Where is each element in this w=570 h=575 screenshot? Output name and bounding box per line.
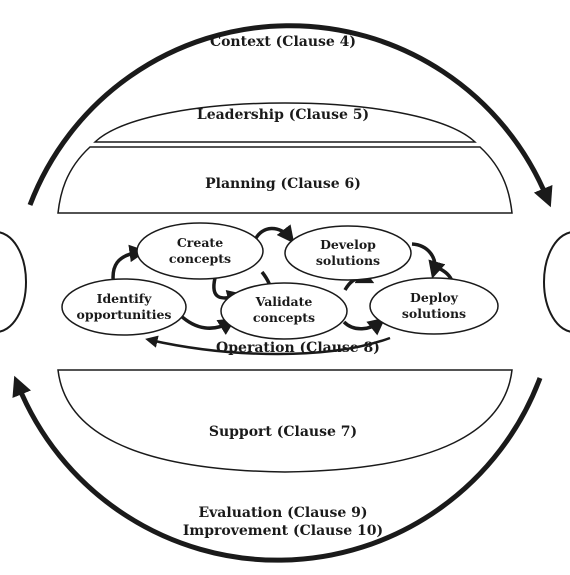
right-side-oval	[543, 231, 570, 333]
support-label: Support (Clause 7)	[209, 424, 357, 440]
node-develop-line-1: Develop	[320, 237, 376, 252]
node-identify-line-2: opportunities	[77, 307, 172, 322]
node-develop-solutions-shape	[284, 225, 412, 281]
planning-band	[57, 146, 513, 214]
leadership-label: Leadership (Clause 5)	[197, 107, 369, 123]
improvement-label: Improvement (Clause 10)	[183, 523, 383, 539]
support-bowl	[57, 369, 513, 473]
outer-cycle-arc-top	[27, 23, 553, 208]
node-validate-concepts-shape	[220, 282, 348, 340]
left-side-oval	[0, 231, 27, 333]
node-create-line-2: concepts	[169, 251, 231, 266]
context-label: Context (Clause 4)	[210, 34, 356, 50]
node-create-concepts-shape	[136, 222, 264, 280]
node-develop-line-2: solutions	[316, 253, 380, 268]
outer-cycle-arc-bottom	[12, 375, 543, 563]
node-identify-opportunities-shape	[61, 278, 187, 336]
planning-label: Planning (Clause 6)	[205, 176, 361, 192]
operation-label: Operation (Clause 8)	[216, 340, 380, 356]
node-identify-line-1: Identify	[97, 291, 153, 306]
node-validate-line-2: concepts	[253, 310, 315, 325]
node-deploy-line-2: solutions	[402, 306, 466, 321]
evaluation-label: Evaluation (Clause 9)	[199, 505, 368, 521]
node-deploy-solutions-shape	[369, 277, 499, 335]
node-validate-line-1: Validate	[255, 294, 313, 309]
operation-return-arrow	[145, 335, 391, 356]
node-deploy-line-1: Deploy	[410, 290, 459, 305]
leadership-dome	[93, 102, 477, 143]
node-create-line-1: Create	[177, 235, 223, 250]
